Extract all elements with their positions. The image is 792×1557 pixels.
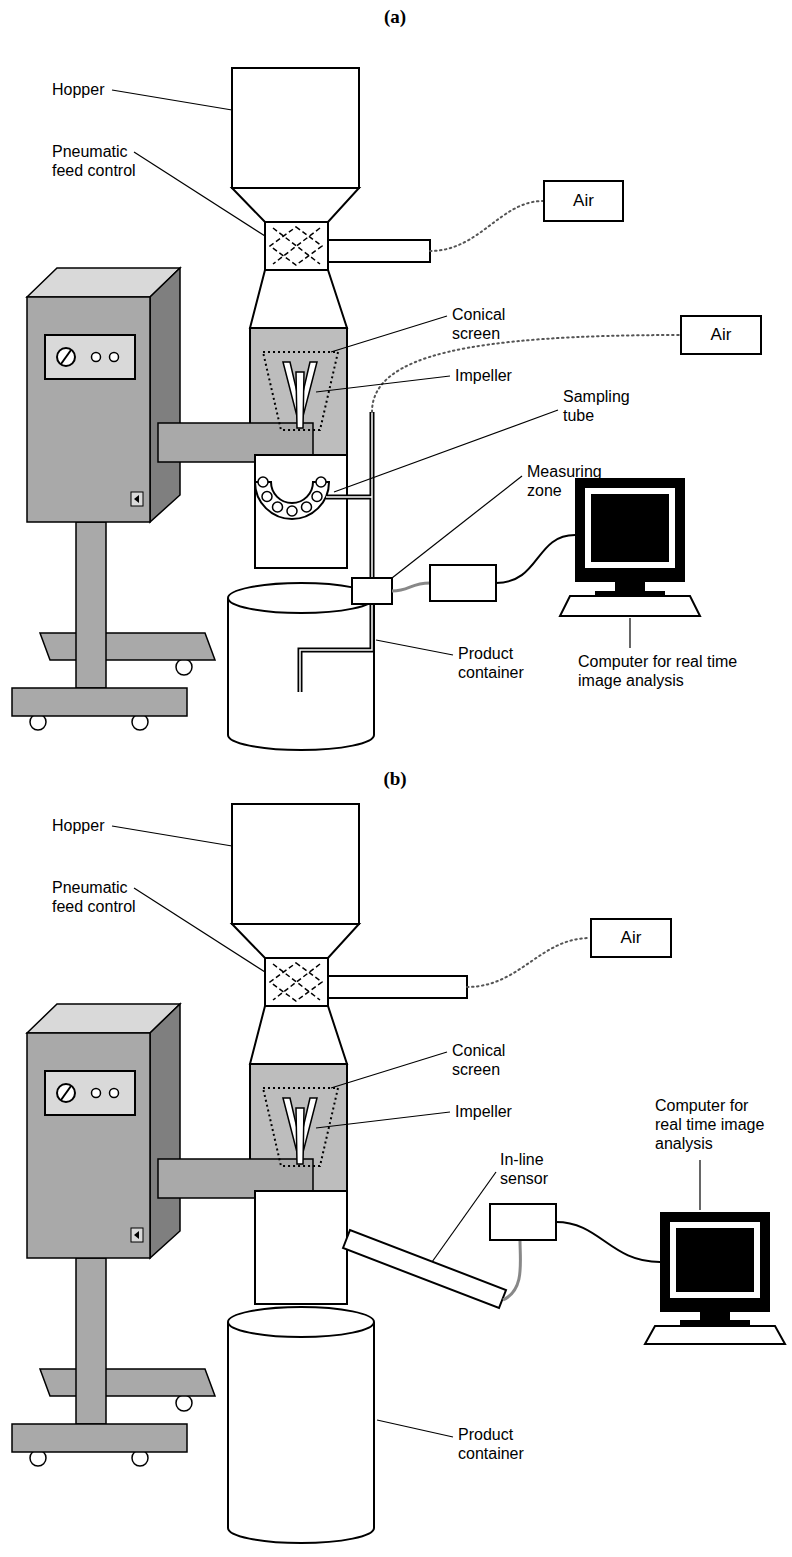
leader-line <box>316 1112 450 1128</box>
computer <box>585 488 675 568</box>
box-label: Air <box>621 928 642 948</box>
sampling-orifice <box>316 477 326 487</box>
leader-line <box>112 826 700 1437</box>
leader-line <box>432 1172 496 1262</box>
air-hose <box>430 201 543 251</box>
leader-line <box>112 90 630 655</box>
leader-line <box>134 152 265 236</box>
sampling-orifice <box>262 492 272 502</box>
inline-sensor <box>343 1230 506 1308</box>
leader-line <box>331 316 447 352</box>
computer <box>680 1320 750 1326</box>
panel-letter: (b) <box>365 768 425 790</box>
part-label: Product container <box>458 644 533 682</box>
sampling-orifice <box>302 502 312 512</box>
part-label: Hopper <box>52 816 122 835</box>
part-label: Computer for real time image analysis <box>655 1096 775 1153</box>
part-label: Conical screen <box>452 305 532 343</box>
sensor-cable <box>392 583 430 591</box>
leader-line <box>112 826 232 846</box>
part-label: Product container <box>458 1425 533 1463</box>
part-label: Pneumatic feed control <box>52 878 157 916</box>
part-label: Measuring zone <box>527 462 617 500</box>
part-label: Pneumatic feed control <box>52 142 157 180</box>
sampling-orifice <box>258 477 326 516</box>
leader-line <box>134 888 265 972</box>
leader-line <box>392 476 522 578</box>
data-cable <box>556 1222 660 1262</box>
camera-unit <box>490 1204 556 1240</box>
computer <box>670 1222 760 1298</box>
leader-line <box>699 1160 700 1210</box>
air-hose <box>467 938 590 987</box>
leader-line <box>629 618 630 648</box>
computer <box>645 1212 785 1344</box>
computer <box>676 1228 754 1292</box>
measuring-cell <box>352 578 392 604</box>
sampling-tube <box>300 412 372 692</box>
part-label: Computer for real time image analysis <box>578 652 778 690</box>
leader-line <box>377 1420 453 1437</box>
box-label: Air <box>711 325 732 345</box>
part-label: In-line sensor <box>500 1150 570 1188</box>
air-supply-box: Air <box>543 180 624 222</box>
leader-line <box>376 640 453 655</box>
computer <box>575 478 685 582</box>
air-supply-box: Air <box>680 315 762 355</box>
computer <box>645 1326 785 1344</box>
leader-line <box>331 1052 447 1088</box>
product-container <box>228 1307 374 1543</box>
sampling-orifice <box>287 506 297 516</box>
computer <box>660 1212 770 1312</box>
part-label: Sampling tube <box>563 387 648 425</box>
sensor-cable <box>503 1240 520 1300</box>
air-inlet-pipe <box>328 240 430 262</box>
part-label: Hopper <box>52 80 122 99</box>
sampling-orifice <box>273 502 283 512</box>
product-container <box>228 1307 374 1337</box>
part-label: Impeller <box>455 366 535 385</box>
air-supply-box: Air <box>590 918 672 958</box>
sampling-orifice <box>258 477 268 487</box>
computer <box>615 582 645 592</box>
box-label: Air <box>573 191 594 211</box>
computer <box>560 596 700 616</box>
air-inlet-pipe <box>328 976 467 998</box>
leader-line <box>316 376 450 392</box>
computer <box>700 1312 730 1321</box>
product-container <box>228 1322 374 1543</box>
sampling-head <box>255 482 329 519</box>
panel-letter: (a) <box>365 6 425 28</box>
sampling-tube <box>300 412 372 692</box>
leader-line <box>334 410 558 492</box>
air-hose <box>372 335 680 412</box>
computer <box>560 478 700 616</box>
sampling-orifice <box>312 492 322 502</box>
computer <box>591 494 669 562</box>
part-label: Conical screen <box>452 1041 532 1079</box>
computer <box>595 591 665 597</box>
sampling-tube <box>300 412 372 692</box>
leader-line <box>112 90 232 110</box>
part-label: Impeller <box>455 1102 535 1121</box>
camera-unit <box>430 565 496 601</box>
data-cable <box>496 535 575 583</box>
